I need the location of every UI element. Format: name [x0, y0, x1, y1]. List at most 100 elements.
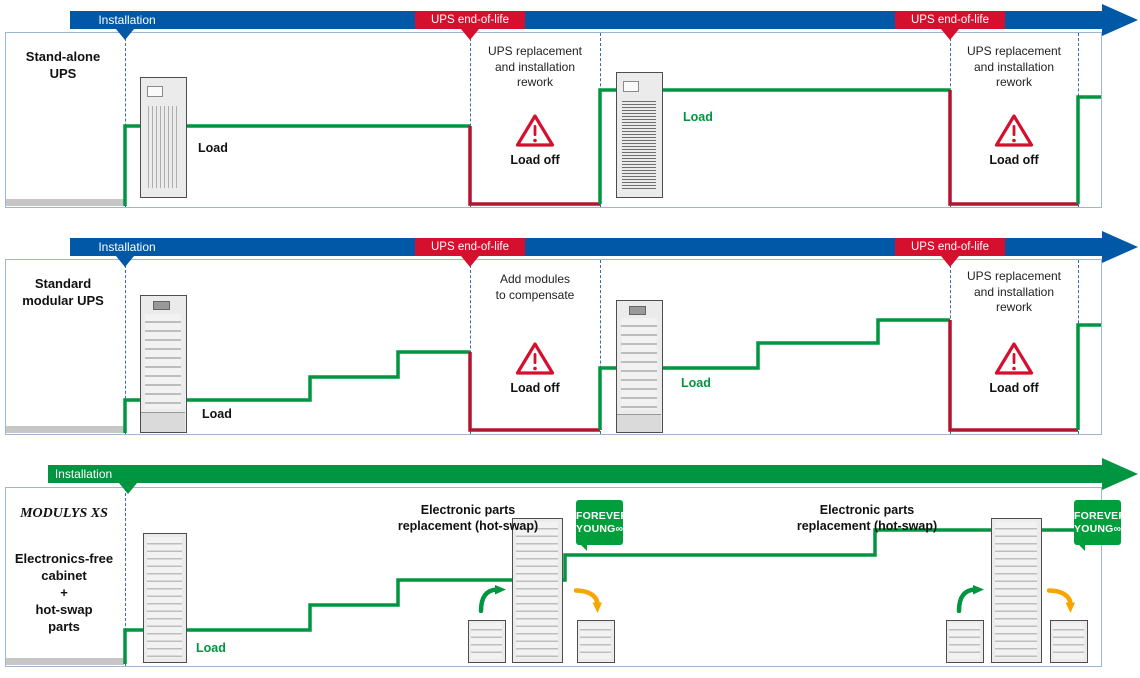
badge-line: YOUNG∞	[576, 522, 624, 535]
event-dashed-line	[950, 260, 951, 434]
hot-swap-remove-arrow-icon	[1047, 588, 1075, 613]
badge-line: YOUNG∞	[1074, 522, 1122, 535]
modulys-cabinet	[512, 518, 563, 663]
panel-description-line: hot-swap	[35, 601, 93, 617]
replacement-heading: Electronic parts replacement (hot-swap)	[397, 503, 539, 534]
load-label: Load	[683, 110, 713, 124]
spare-parts-cabinet	[1050, 620, 1088, 663]
load-label: Load	[681, 376, 711, 390]
installation-label: Installation	[98, 13, 156, 27]
eol-label: UPS end-of-life	[415, 238, 525, 256]
cabinet-modules	[621, 318, 657, 410]
event-dashed-line	[600, 260, 601, 434]
standalone-ups-cabinet	[616, 72, 663, 198]
modular-ups-cabinet	[616, 300, 663, 433]
baseline-strip	[6, 199, 124, 206]
zone-heading: Add modules to compensate	[495, 272, 575, 302]
event-dashed-line	[1078, 260, 1079, 434]
warning-icon	[515, 114, 555, 147]
warning-icon	[994, 342, 1034, 375]
panel-title-line: modular UPS	[22, 292, 104, 308]
panel-title-line: Standard	[34, 276, 92, 291]
timeline-arrowhead-icon	[1102, 458, 1138, 490]
load-label: Load	[196, 641, 226, 655]
cabinet-base	[141, 412, 185, 432]
load-off-label: Load off	[510, 381, 560, 395]
cabinet-modules	[949, 623, 980, 659]
zone-heading: UPS replacement and installation rework	[487, 44, 583, 90]
load-label: Load	[202, 407, 232, 421]
eol-marker-icon	[941, 256, 959, 267]
event-dashed-line	[470, 260, 471, 434]
cabinet-modules	[995, 522, 1037, 658]
cabinet-display	[147, 86, 163, 97]
zone-heading: UPS replacement and installation rework	[966, 269, 1062, 315]
cabinet-modules	[1053, 623, 1084, 659]
cabinet-modules	[471, 623, 502, 659]
cabinet-modules	[145, 314, 181, 409]
zone-heading: UPS replacement and installation rework	[966, 44, 1062, 90]
baseline-strip	[6, 658, 124, 665]
modular-ups-cabinet	[140, 295, 187, 433]
event-dashed-line	[950, 33, 951, 207]
warning-icon	[515, 342, 555, 375]
badge-line: FOREVER	[1074, 509, 1127, 522]
panel-title-line: Stand-alone	[25, 49, 101, 64]
timeline-bar	[48, 465, 1102, 483]
modulys-xs-brand: MODULYS XS	[20, 506, 108, 521]
replacement-heading: Electronic parts replacement (hot-swap)	[796, 503, 938, 534]
load-off-label: Load off	[989, 381, 1039, 395]
spare-parts-cabinet	[946, 620, 984, 663]
installation-marker-icon	[119, 483, 137, 494]
installation-label: Installation	[54, 467, 113, 481]
panel-title-line: UPS	[49, 65, 77, 81]
event-dashed-line	[1078, 33, 1079, 207]
installation-marker-icon	[116, 256, 134, 267]
load-off-label: Load off	[989, 153, 1039, 167]
installation-label: Installation	[98, 240, 156, 254]
cabinet-display	[153, 301, 170, 310]
standalone-ups-cabinet	[140, 77, 187, 198]
hot-swap-insert-arrow-icon	[956, 585, 984, 613]
cabinet-base	[617, 414, 661, 432]
panel-description-line: cabinet	[41, 567, 87, 583]
forever-young-badge: FOREVER YOUNG∞	[1074, 500, 1127, 551]
cabinet-display	[629, 306, 646, 315]
panel-title: Stand-alone UPS	[8, 49, 118, 83]
cabinet-modules	[580, 623, 611, 659]
panel-description-line: +	[60, 584, 68, 600]
eol-label: UPS end-of-life	[415, 11, 525, 29]
cabinet-display	[623, 81, 639, 92]
load-label: Load	[198, 141, 228, 155]
cabinet-vents	[622, 101, 656, 189]
eol-label: UPS end-of-life	[895, 238, 1005, 256]
modulys-cabinet	[143, 533, 187, 663]
forever-young-badge: FOREVER YOUNG∞	[576, 500, 629, 551]
modulys-cabinet	[991, 518, 1042, 663]
timeline-bar	[70, 11, 1102, 29]
cabinet-modules	[516, 522, 558, 658]
event-dashed-line	[470, 33, 471, 207]
eol-marker-icon	[941, 29, 959, 40]
timeline-arrowhead-icon	[1102, 231, 1138, 263]
panel-description-line: parts	[48, 618, 80, 634]
event-dashed-line	[125, 488, 126, 666]
panel-description: Electronics-free cabinet + hot-swap part…	[8, 551, 120, 635]
hot-swap-insert-arrow-icon	[478, 585, 506, 613]
cabinet-vents	[148, 106, 177, 188]
timeline-arrowhead-icon	[1102, 4, 1138, 36]
cabinet-modules	[147, 537, 182, 658]
load-off-label: Load off	[510, 153, 560, 167]
event-dashed-line	[600, 33, 601, 207]
eol-marker-icon	[461, 256, 479, 267]
panel-description-line: Electronics-free	[14, 551, 114, 566]
eol-marker-icon	[461, 29, 479, 40]
warning-icon	[994, 114, 1034, 147]
hot-swap-remove-arrow-icon	[574, 588, 602, 613]
timeline-bar	[70, 238, 1102, 256]
spare-parts-cabinet	[577, 620, 615, 663]
eol-label: UPS end-of-life	[895, 11, 1005, 29]
badge-line: FOREVER	[576, 509, 629, 522]
installation-marker-icon	[116, 29, 134, 40]
